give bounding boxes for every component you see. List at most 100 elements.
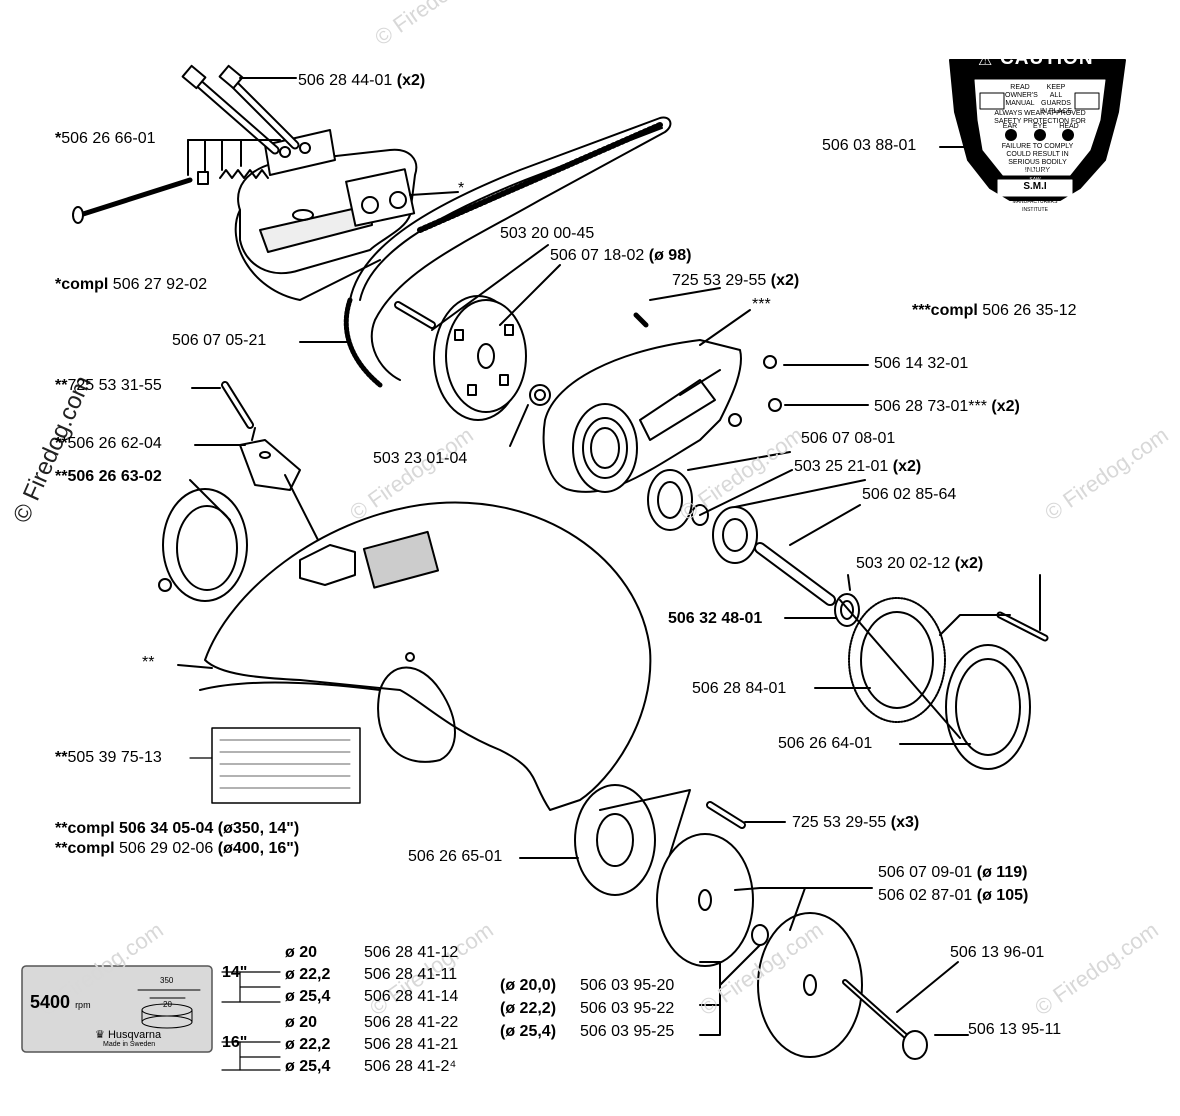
part-label: 506 02 85-64 bbox=[862, 486, 956, 504]
part-label: *** bbox=[752, 296, 771, 314]
arbor-diameter: ø 20 bbox=[285, 944, 318, 961]
arbor-part-number: 506 28 41-11 bbox=[364, 966, 458, 983]
part-number: 506 28 44-01 bbox=[298, 72, 393, 89]
part-number: 503 23 01-04 bbox=[373, 450, 468, 467]
seal-ring bbox=[158, 479, 248, 602]
part-number: 506 26 65-01 bbox=[408, 848, 503, 865]
caution-label-graphic bbox=[939, 59, 1126, 201]
part-label: 506 32 48-01 bbox=[668, 610, 762, 628]
part-number: 506 32 48-01 bbox=[668, 610, 763, 627]
arbor-part-number: 506 28 41-22 bbox=[364, 1014, 459, 1031]
part-label: **506 26 62-04 bbox=[55, 435, 162, 453]
husqvarna-logo: ♛ Husqvarna bbox=[95, 1028, 161, 1041]
arbor-diameter: ø 25,4 bbox=[285, 988, 331, 1005]
rpm-dim-350: 350 bbox=[160, 976, 174, 985]
part-number: 506 13 95-11 bbox=[968, 1021, 1062, 1038]
part-number: ** bbox=[142, 654, 155, 671]
part-suffix: (x2) bbox=[888, 458, 922, 475]
part-label: 503 20 02-12 (x2) bbox=[856, 555, 983, 573]
rpm-unit: rpm bbox=[75, 1000, 91, 1010]
arbor-part-number: 506 28 41-14 bbox=[364, 988, 459, 1005]
belt-guard-assembly bbox=[72, 64, 459, 301]
part-label: 506 28 73-01*** (x2) bbox=[874, 398, 1020, 416]
part-number: 506 26 62-04 bbox=[67, 435, 162, 452]
rpm-dim-20: 20 bbox=[163, 1000, 172, 1009]
part-suffix: (ø 98) bbox=[644, 247, 692, 264]
part-suffix: (ø 119) bbox=[972, 864, 1028, 881]
part-label: 503 20 00-45 bbox=[500, 225, 594, 243]
part-number: 506 26 66-01 bbox=[61, 130, 156, 147]
caution-line1: WHEN OPERATING THIS MACINE bbox=[989, 74, 1101, 81]
brand-name: Husqvarna bbox=[107, 1029, 162, 1041]
part-number: 725 53 29-55 bbox=[792, 814, 887, 831]
part-number: *** bbox=[752, 296, 771, 313]
part-label: 506 07 05-21 bbox=[172, 332, 266, 350]
part-label: 506 07 08-01 bbox=[801, 430, 895, 448]
part-label: *compl 506 27 92-02 bbox=[55, 276, 207, 294]
part-number: 506 28 73-01*** bbox=[874, 398, 987, 415]
caution-always: ALWAYS WEAR APPROVED SAFETY PROTECTION F… bbox=[994, 110, 1086, 125]
flange-ring bbox=[814, 574, 1049, 770]
part-label: **505 39 75-13 bbox=[55, 749, 162, 767]
caution-title: CAUTION bbox=[1000, 48, 1094, 69]
part-suffix: (ø350, 14") bbox=[213, 820, 300, 837]
belt-cover bbox=[542, 287, 869, 493]
arbor-part-number: 506 28 41-2⁴ bbox=[364, 1058, 457, 1075]
blade-size: 16" bbox=[222, 1034, 248, 1051]
part-label: **506 26 63-02 bbox=[55, 468, 162, 486]
part-number: 506 13 96-01 bbox=[950, 944, 1045, 961]
part-number: 725 53 29-55 bbox=[672, 272, 767, 289]
part-number: 506 03 88-01 bbox=[822, 137, 917, 154]
caution-keep: KEEP ALL GUARDS IN PLACE bbox=[1040, 84, 1072, 115]
part-number: 725 53 31-55 bbox=[67, 377, 162, 394]
part-number: 506 26 35-12 bbox=[982, 302, 1077, 319]
part-number: 503 25 21-01 bbox=[794, 458, 889, 475]
part-number: 506 07 08-01 bbox=[801, 430, 896, 447]
caution-read: READ OWNER'S MANUAL bbox=[1005, 84, 1038, 107]
part-prefix: ** bbox=[55, 749, 68, 766]
caution-eye: EYE bbox=[1032, 123, 1047, 130]
washer-diameter: (ø 22,2) bbox=[500, 1000, 557, 1017]
arbor-part-number: 506 28 41-21 bbox=[364, 1036, 459, 1053]
part-prefix: ***compl bbox=[912, 302, 983, 319]
husqvarna-crown-icon: ♛ bbox=[95, 1029, 105, 1041]
made-in: Made in Sweden bbox=[103, 1041, 156, 1048]
caution-institute: MANUFACTURERS INSTITUTE bbox=[1012, 199, 1058, 213]
part-label: **725 53 31-55 bbox=[55, 377, 162, 395]
washer-diameter: (ø 25,4) bbox=[500, 1023, 557, 1040]
part-prefix: * bbox=[55, 130, 62, 147]
part-number: 503 20 02-12 bbox=[856, 555, 951, 572]
part-number: 506 07 09-01 bbox=[878, 864, 973, 881]
part-number: 506 07 05-21 bbox=[172, 332, 267, 349]
guard-bracket bbox=[191, 381, 319, 541]
part-number: 505 39 75-13 bbox=[67, 749, 162, 766]
pulley bbox=[394, 244, 561, 447]
washer-part-number: 506 03 95-25 bbox=[580, 1023, 675, 1040]
caution-masonry: MASONRY AND CONCRETE SAW bbox=[1001, 169, 1069, 183]
part-number: 506 26 64-01 bbox=[778, 735, 873, 752]
part-prefix: *compl bbox=[55, 276, 113, 293]
caution-head: HEAD bbox=[1059, 123, 1079, 130]
part-label: 506 07 09-01 (ø 119) bbox=[878, 864, 1027, 882]
part-number: * bbox=[458, 180, 465, 197]
part-number: 506 02 85-64 bbox=[862, 486, 957, 503]
part-label: *506 26 66-01 bbox=[55, 130, 156, 148]
part-label: 725 53 29-55 (x3) bbox=[792, 814, 919, 832]
part-number: 506 26 63-02 bbox=[67, 468, 162, 485]
part-number: 506 14 32-01 bbox=[874, 355, 969, 372]
washer-diameter: (ø 20,0) bbox=[500, 977, 557, 994]
caution-smi: S.M.I bbox=[1023, 181, 1047, 192]
part-label: 506 14 32-01 bbox=[874, 355, 968, 373]
caution-failure: FAILURE TO COMPLY COULD RESULT IN SERIOU… bbox=[1001, 143, 1074, 174]
part-prefix: ** bbox=[55, 377, 68, 394]
arbor-diameter: ø 22,2 bbox=[285, 1036, 331, 1053]
blade-discs bbox=[656, 833, 969, 1060]
part-label: 503 23 01-04 bbox=[373, 450, 467, 468]
part-prefix: **compl bbox=[55, 840, 120, 857]
part-label: 506 13 95-11 bbox=[968, 1021, 1061, 1039]
rpm-plate bbox=[21, 965, 281, 1071]
part-label: * bbox=[458, 180, 464, 198]
rpm-value: 5400 rpm bbox=[30, 992, 91, 1013]
part-prefix: ** bbox=[55, 468, 68, 485]
